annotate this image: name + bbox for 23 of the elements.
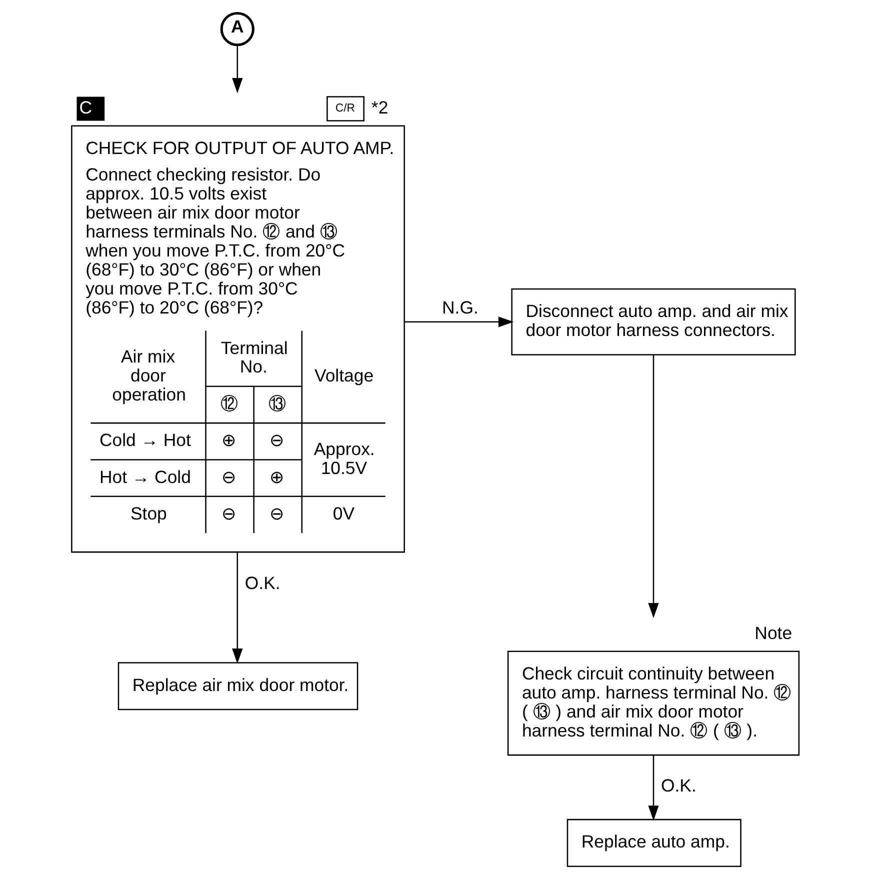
node-label: *2 [370, 97, 388, 118]
label: ⑬ [268, 393, 286, 414]
label: ⊕ [269, 466, 284, 487]
node-label: Note [754, 622, 792, 643]
edge-label: O.K. [660, 775, 696, 796]
label: Voltage [314, 366, 374, 386]
label: Cold → Hot [99, 430, 190, 450]
label: Hot → Cold [99, 466, 190, 487]
label: Approx. 10.5V [313, 438, 374, 478]
node-label: C [78, 97, 92, 118]
label: ⊖ [221, 466, 236, 487]
edge-label: O.K. [244, 572, 280, 593]
node-label: C/R [334, 102, 354, 115]
edge-label: N.G. [442, 297, 478, 318]
label: Stop [130, 503, 166, 524]
label: ⊖ [221, 503, 236, 524]
label: ⊖ [269, 503, 284, 524]
label: ⊖ [269, 430, 284, 450]
label: ⑫ [220, 393, 238, 414]
label: 0V [332, 503, 354, 524]
label: ⊕ [221, 430, 236, 450]
label: Air mix door operation [112, 346, 186, 405]
label: Terminal No. [220, 338, 288, 377]
